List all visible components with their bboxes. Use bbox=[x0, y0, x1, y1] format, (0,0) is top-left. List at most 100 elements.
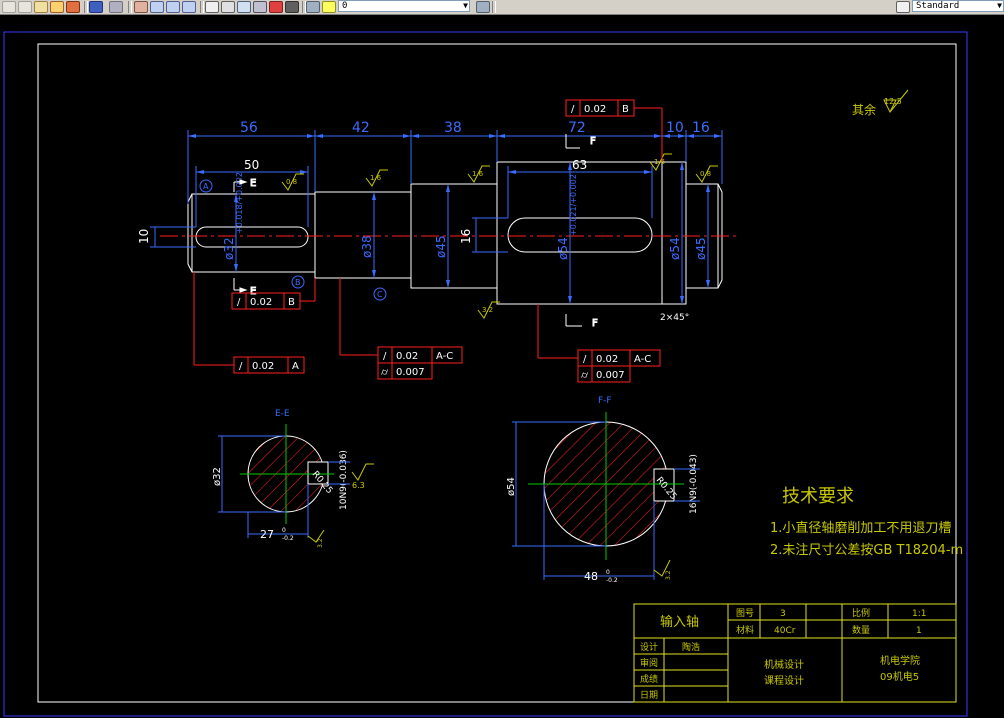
keyway-2 bbox=[507, 217, 653, 253]
section-markers: E E F F bbox=[233, 134, 599, 330]
roughness-symbol bbox=[695, 165, 718, 183]
section-ff-dia: ø54 bbox=[506, 477, 517, 496]
tech-title: 技术要求 bbox=[782, 486, 854, 507]
dimension-arrows bbox=[188, 134, 722, 304]
layer-manager-icon[interactable] bbox=[306, 1, 320, 13]
svg-text:0.02: 0.02 bbox=[396, 351, 418, 362]
textstyle-icon[interactable] bbox=[896, 1, 910, 13]
pan-icon[interactable] bbox=[134, 1, 148, 13]
dim-38: 38 bbox=[444, 120, 462, 136]
shaft-section-38 bbox=[314, 191, 412, 279]
svg-text:陶浩: 陶浩 bbox=[682, 641, 700, 653]
separator bbox=[128, 1, 132, 13]
svg-text:1:1: 1:1 bbox=[912, 609, 926, 619]
calc-icon[interactable] bbox=[285, 1, 299, 13]
dim-10: 10 bbox=[666, 120, 684, 136]
layer-value: 0 bbox=[342, 1, 348, 11]
svg-text:-0.2: -0.2 bbox=[606, 577, 618, 584]
svg-text:1.6: 1.6 bbox=[370, 174, 382, 182]
layer-previous-icon[interactable] bbox=[476, 1, 490, 13]
svg-text:图号: 图号 bbox=[736, 608, 754, 619]
svg-text:/: / bbox=[583, 354, 587, 365]
svg-text:B: B bbox=[288, 297, 295, 308]
datum-a-marker: A bbox=[203, 182, 209, 191]
dim-63: 63 bbox=[572, 158, 587, 172]
layer-dropdown[interactable]: 0 ▼ bbox=[338, 0, 470, 12]
svg-text:/: / bbox=[237, 297, 241, 308]
markup-icon[interactable] bbox=[269, 1, 283, 13]
dim-50: 50 bbox=[244, 158, 259, 172]
svg-text:3: 3 bbox=[780, 609, 786, 619]
tech-item-2: 2.未注尺寸公差按GB T18204-m bbox=[770, 543, 963, 558]
svg-text:3.2: 3.2 bbox=[482, 306, 493, 314]
svg-text:⌭: ⌭ bbox=[381, 367, 389, 378]
svg-text:0.02: 0.02 bbox=[250, 297, 272, 308]
properties-icon[interactable] bbox=[205, 1, 219, 13]
svg-text:⌭: ⌭ bbox=[581, 370, 589, 381]
title-block bbox=[633, 603, 957, 703]
svg-text:0: 0 bbox=[606, 569, 610, 576]
svg-text:0.8: 0.8 bbox=[286, 178, 297, 186]
dia-54b-label: ø54 bbox=[668, 237, 682, 260]
dim-key-10: 10 bbox=[137, 229, 151, 244]
copy-icon[interactable] bbox=[18, 1, 32, 13]
matchprop-icon[interactable] bbox=[50, 1, 64, 13]
section-ee-roughness-1: 6.3 bbox=[352, 481, 365, 490]
keyway-1 bbox=[195, 226, 309, 248]
zoom-realtime-icon[interactable] bbox=[150, 1, 164, 13]
svg-text:日期: 日期 bbox=[640, 690, 658, 701]
diameter-labels: ø32 ø38 ø45 ø54 ø54 ø45 bbox=[222, 235, 708, 260]
redo-icon[interactable] bbox=[109, 1, 123, 13]
undo-icon[interactable] bbox=[89, 1, 103, 13]
brush-icon[interactable] bbox=[66, 1, 80, 13]
tol-32: +0.018/+0.002 bbox=[235, 172, 244, 234]
svg-text:比例: 比例 bbox=[852, 607, 870, 619]
section-ff-title: F-F bbox=[598, 396, 612, 406]
roughness-symbol bbox=[649, 153, 672, 171]
gdt-frame-left-b: / 0.02 B bbox=[231, 278, 316, 310]
svg-text:40Cr: 40Cr bbox=[774, 626, 796, 636]
section-ee-width-tol: 0 bbox=[282, 527, 286, 534]
sheet-inner-frame bbox=[37, 43, 957, 703]
gdt-frame-ac-1: / 0.02 A-C ⌭ 0.007 bbox=[339, 278, 463, 380]
svg-text:0.007: 0.007 bbox=[596, 370, 625, 381]
chevron-down-icon: ▼ bbox=[463, 1, 468, 10]
gdt-frame-top: / 0.02 B bbox=[565, 99, 663, 162]
section-e-bottom: E bbox=[250, 286, 256, 297]
section-ff-roughness: 3.2 bbox=[665, 570, 672, 580]
svg-text:B: B bbox=[622, 104, 629, 115]
tool-palette-icon[interactable] bbox=[237, 1, 251, 13]
section-ee-roughness-2: 3.2 bbox=[317, 538, 324, 548]
design-center-icon[interactable] bbox=[221, 1, 235, 13]
section-ee: E-E ø32 27 0 -0.2 R0.25 10N9(-0.036) 6.3… bbox=[212, 409, 374, 548]
dim-56: 56 bbox=[240, 120, 258, 136]
svg-text:审阅: 审阅 bbox=[640, 657, 658, 669]
datum-c-marker: C bbox=[377, 290, 383, 299]
svg-text:/: / bbox=[383, 351, 387, 362]
tol-54: +0.021/+0.002 bbox=[569, 174, 578, 236]
svg-text:1: 1 bbox=[916, 626, 922, 636]
svg-text:A-C: A-C bbox=[436, 351, 453, 362]
zoom-window-icon[interactable] bbox=[166, 1, 180, 13]
roughness-symbols bbox=[281, 89, 909, 319]
cad-drawing-canvas[interactable]: 56 42 38 72 10 16 50 63 10 16 ø32 ø38 ø4… bbox=[0, 14, 1004, 718]
text-style-dropdown[interactable]: Standard ▼ bbox=[912, 0, 1004, 12]
svg-text:1.6: 1.6 bbox=[654, 158, 666, 166]
svg-text:/: / bbox=[571, 104, 575, 115]
svg-text:数量: 数量 bbox=[852, 624, 870, 636]
svg-text:A-C: A-C bbox=[634, 354, 651, 365]
section-ff-width: 48 bbox=[584, 570, 598, 583]
cut-icon[interactable] bbox=[2, 1, 16, 13]
roughness-symbol bbox=[281, 173, 304, 191]
shaft-section-54 bbox=[496, 161, 663, 305]
dim-72: 72 bbox=[568, 120, 586, 136]
zoom-previous-icon[interactable] bbox=[182, 1, 196, 13]
paste-icon[interactable] bbox=[34, 1, 48, 13]
chevron-down-icon: ▼ bbox=[997, 1, 1002, 10]
layer-state-icon[interactable] bbox=[322, 1, 336, 13]
dimension-text-top: 56 42 38 72 10 16 bbox=[240, 120, 710, 136]
svg-text:/: / bbox=[239, 361, 243, 372]
sheetset-icon[interactable] bbox=[253, 1, 267, 13]
section-ff-key: 16N9(-0.043) bbox=[689, 454, 699, 514]
dim-16: 16 bbox=[692, 120, 710, 136]
